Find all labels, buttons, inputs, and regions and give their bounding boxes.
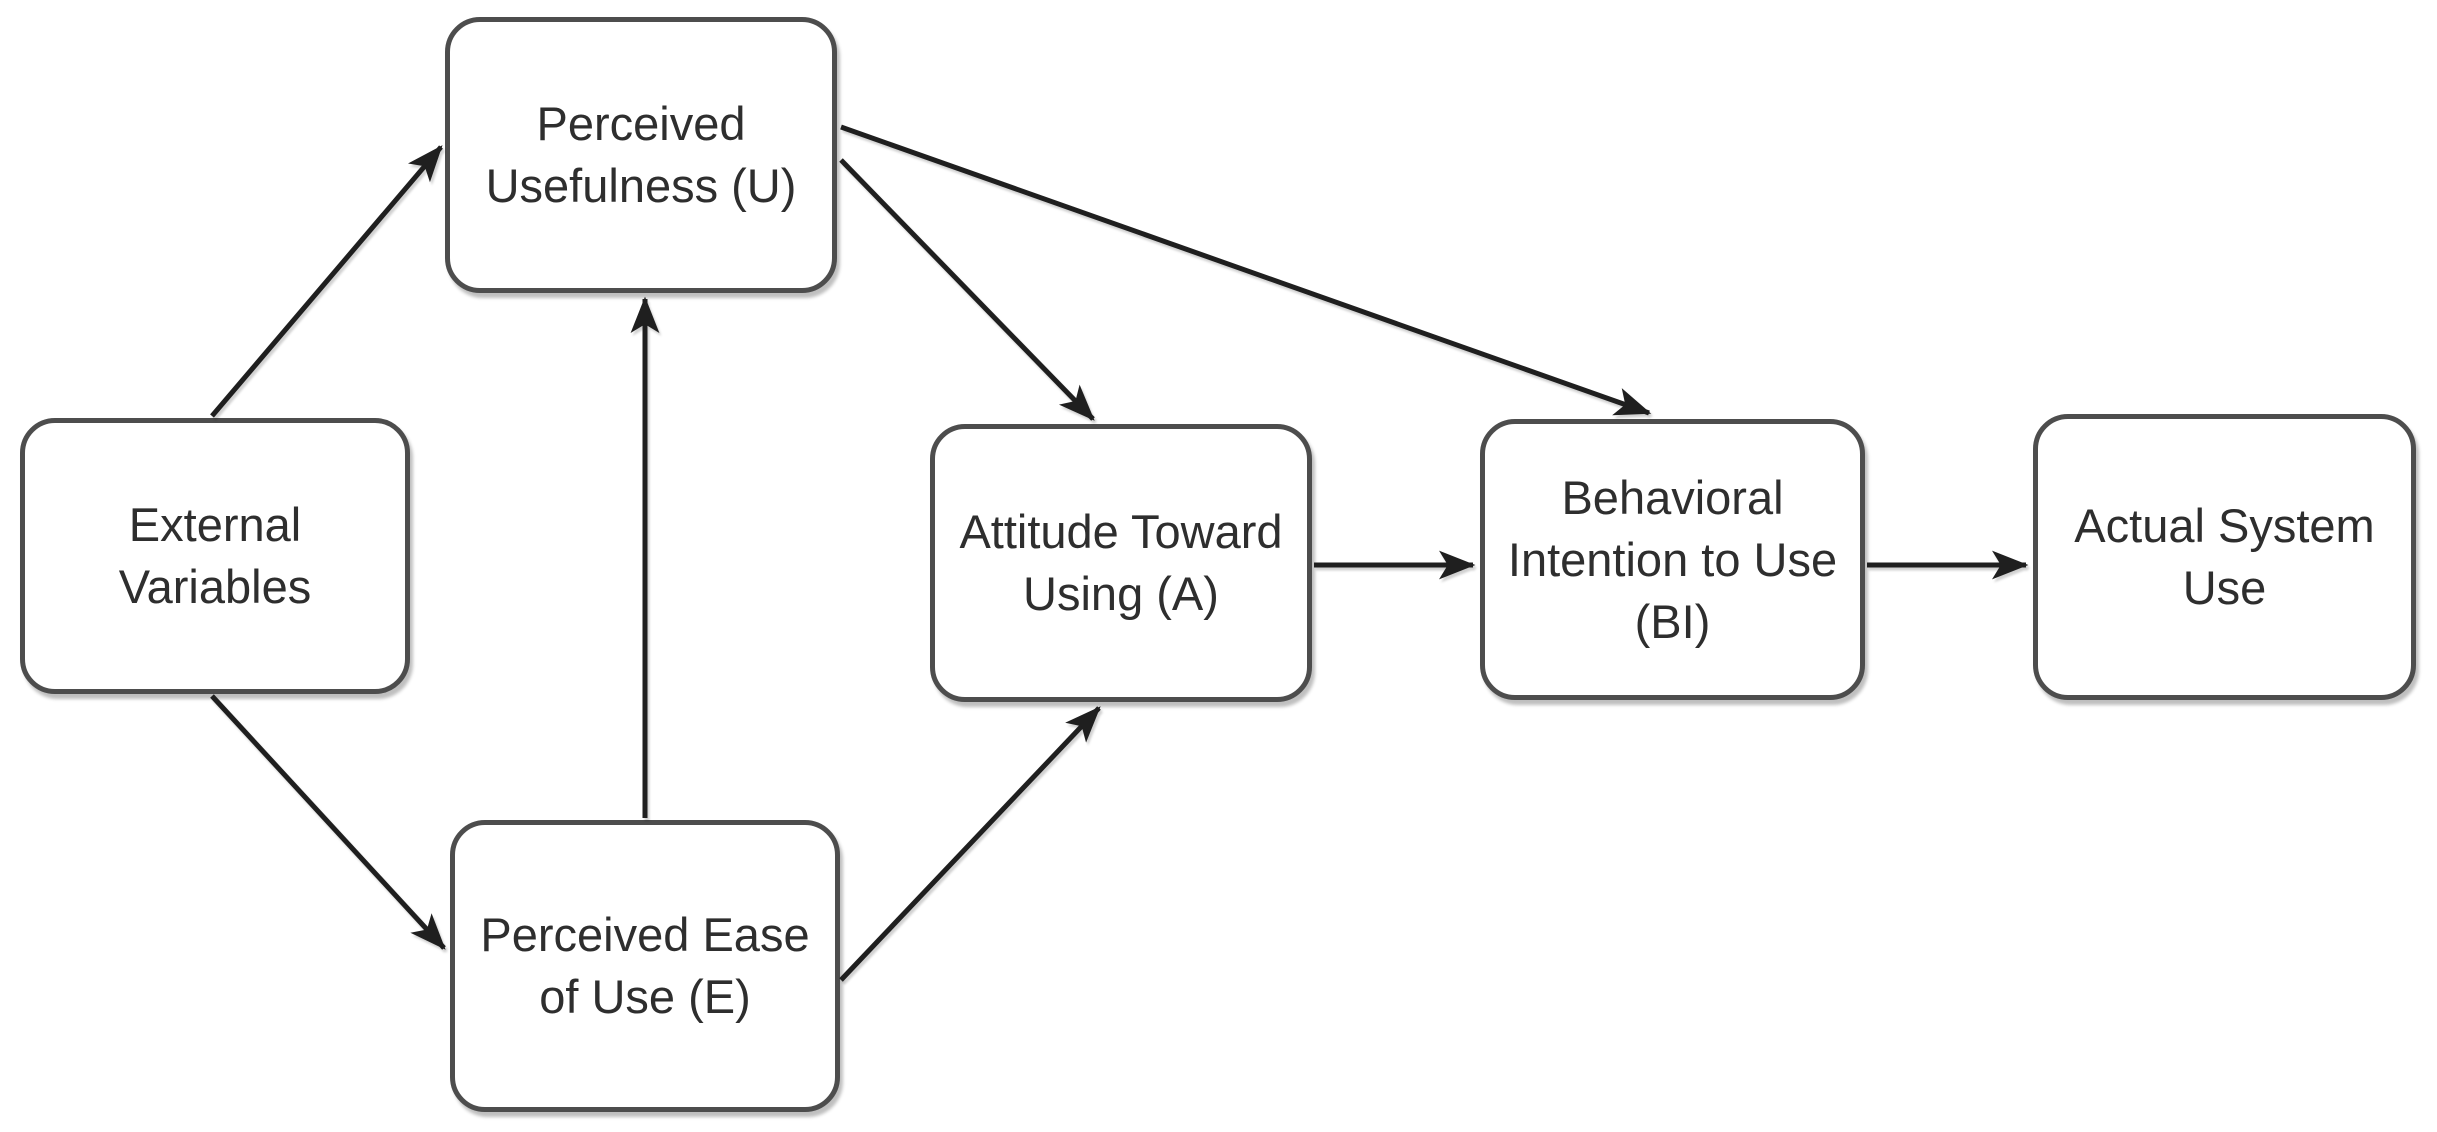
node-perceived-ease-of-use: Perceived Ease of Use (E)	[450, 820, 840, 1112]
edge-external-to-perceived-usefulness	[210, 145, 443, 418]
node-label: Perceived Usefulness (U)	[485, 97, 797, 212]
edge-external-to-perceived-ease	[210, 694, 446, 950]
node-label: Attitude Toward Using (A)	[959, 505, 1283, 620]
node-label: Perceived Ease of Use (E)	[480, 908, 810, 1023]
node-perceived-usefulness: Perceived Usefulness (U)	[445, 17, 837, 293]
node-label: External Variables	[118, 498, 312, 613]
edge-perceived-usefulness-to-attitude	[839, 158, 1095, 421]
node-attitude-toward-using: Attitude Toward Using (A)	[930, 424, 1312, 702]
edge-perceived-usefulness-to-behavioral-intention	[840, 124, 1652, 416]
node-label: Actual System Use	[2074, 499, 2375, 614]
node-external-variables: External Variables	[20, 418, 410, 694]
node-behavioral-intention-to-use: Behavioral Intention to Use (BI)	[1480, 419, 1865, 700]
edge-perceived-ease-to-attitude	[839, 706, 1101, 982]
node-actual-system-use: Actual System Use	[2033, 414, 2416, 700]
node-label: Behavioral Intention to Use (BI)	[1507, 470, 1838, 648]
